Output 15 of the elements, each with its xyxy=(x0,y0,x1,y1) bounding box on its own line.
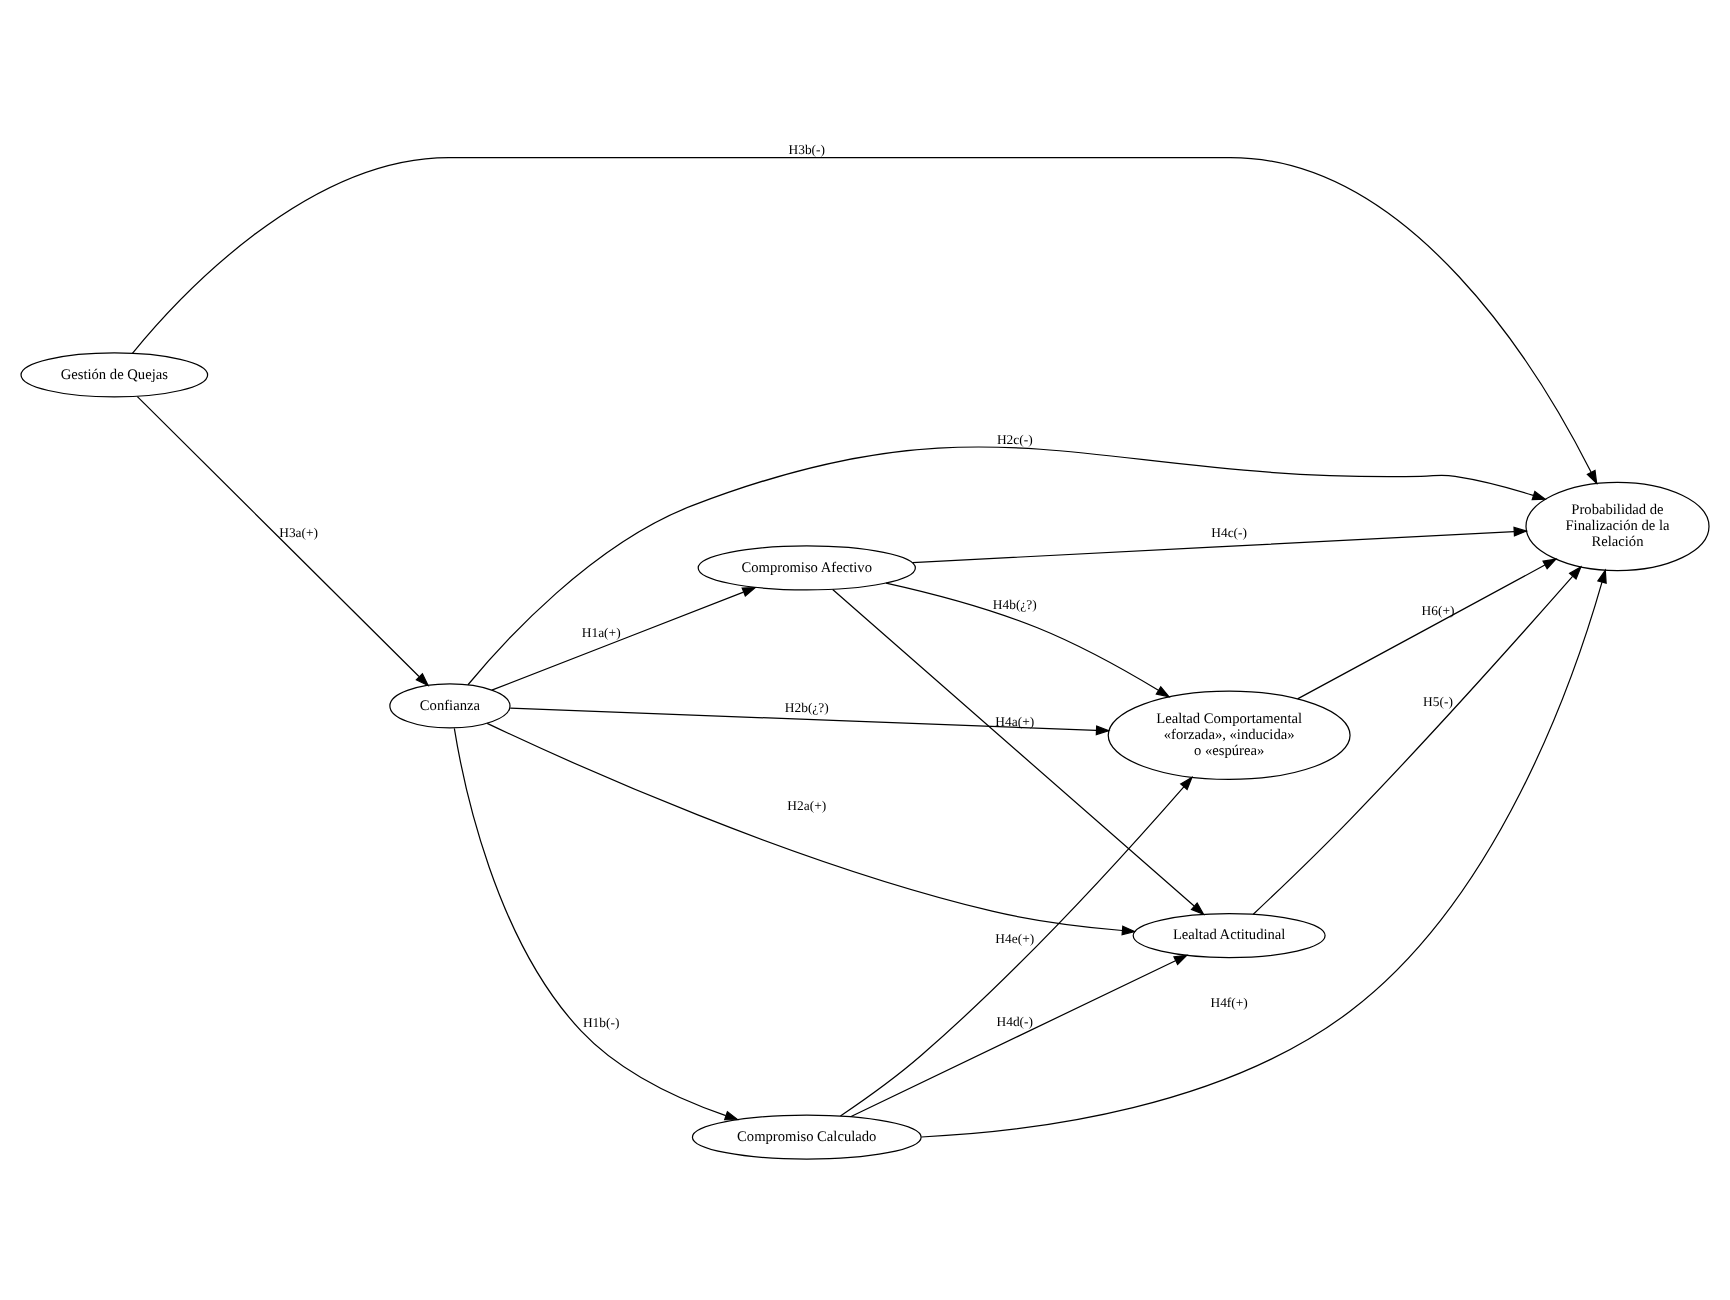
arrow xyxy=(832,587,1205,915)
arrow xyxy=(1252,564,1583,914)
arrow xyxy=(136,395,430,686)
arrow xyxy=(849,953,1189,1117)
arrow xyxy=(486,721,1137,935)
arrow xyxy=(491,585,757,690)
arrow xyxy=(509,706,1111,735)
arrow xyxy=(467,445,1547,685)
arrow xyxy=(885,581,1171,697)
arrow xyxy=(131,155,1598,485)
arrow xyxy=(920,567,1607,1137)
arrow xyxy=(911,525,1529,563)
arrow xyxy=(1296,557,1558,699)
arrow xyxy=(453,726,740,1120)
arrow xyxy=(839,775,1194,1116)
